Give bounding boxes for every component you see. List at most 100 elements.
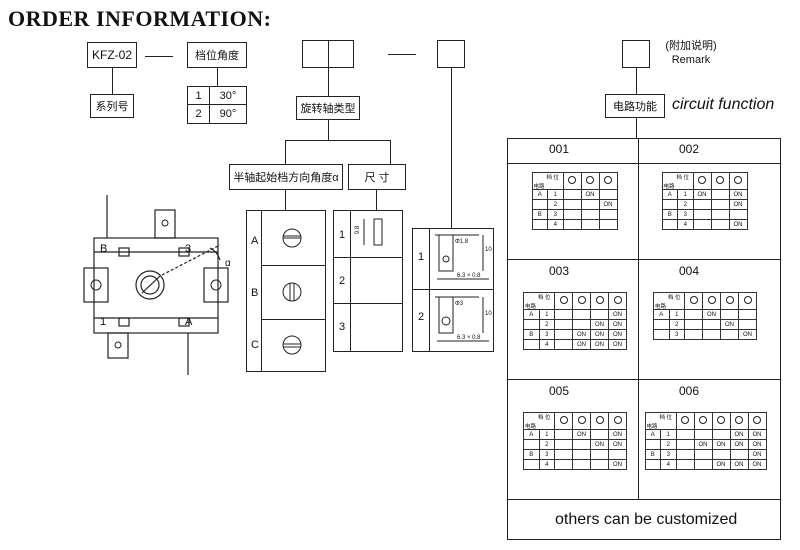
- position-icon: [728, 172, 748, 190]
- state-cell: ON: [729, 459, 749, 470]
- shaft-types-box: A B C: [246, 210, 326, 372]
- state-cell: ON: [747, 429, 767, 440]
- position-icon: [572, 292, 591, 310]
- state-cell: [590, 429, 609, 440]
- series-code: KFZ-02: [91, 48, 132, 62]
- table-row: 4: [531, 219, 618, 230]
- circuit-number: 2: [677, 199, 694, 210]
- state-cell: [710, 209, 730, 220]
- state-cell: [554, 309, 573, 320]
- connector: [328, 120, 329, 140]
- circuit-group: B: [644, 449, 661, 460]
- dim-table: 1 2 Φ1.8 10 6.3 × 0.8 Φ3 10 6.3 × 0.8: [412, 228, 494, 352]
- header-pos: 档 位: [668, 295, 681, 301]
- state-cell: [554, 329, 573, 340]
- position-icon: [562, 172, 582, 190]
- state-cell: [675, 459, 695, 470]
- circuit-group: B: [531, 209, 548, 220]
- position-icon: [608, 292, 627, 310]
- circuit-group: B: [523, 449, 540, 460]
- diagram-label-b: B: [100, 243, 108, 255]
- size-table: 1 2 3 9.8: [333, 210, 403, 352]
- circuit-number: 4: [677, 219, 694, 230]
- shaft-b-label: B: [251, 287, 259, 299]
- state-cell: [562, 199, 582, 210]
- state-cell: [710, 219, 730, 230]
- state-cell: ON: [747, 449, 767, 460]
- circuit-group: [531, 219, 548, 230]
- table-header-cell: 档 位电路: [661, 172, 694, 190]
- header-pos: 档 位: [538, 295, 551, 301]
- state-cell: ON: [720, 319, 739, 330]
- panel-title-001: 001: [549, 142, 570, 156]
- position-icon: [702, 292, 721, 310]
- state-cell: [693, 449, 713, 460]
- position-icon: [684, 292, 703, 310]
- header-circ: 电路: [525, 424, 537, 430]
- angle-row-1-v: 30°: [210, 87, 246, 105]
- state-cell: [693, 459, 713, 470]
- connector: [285, 190, 286, 210]
- circuit-number: 2: [538, 319, 555, 330]
- dim-h1: 10: [485, 247, 492, 253]
- position-icon: [729, 412, 749, 430]
- dim-row-2: 2: [418, 311, 425, 323]
- state-cell: ON: [608, 339, 627, 350]
- remark-box: [622, 40, 650, 68]
- dim-code-box: [437, 40, 465, 68]
- size-dim: 9.8: [355, 225, 362, 235]
- switch-diagram: [83, 195, 229, 375]
- circuit-number: 1: [660, 429, 677, 440]
- position-icon: [554, 292, 573, 310]
- circuit-group: [644, 459, 661, 470]
- position-icon: [692, 172, 712, 190]
- state-cell: [692, 209, 712, 220]
- circuit-label-text: 电路功能: [613, 101, 657, 113]
- header-circ: 电路: [663, 184, 675, 190]
- dim-d2: Φ3: [455, 301, 464, 307]
- state-cell: ON: [608, 459, 627, 470]
- circuit-number: 1: [677, 189, 694, 200]
- position-icon: [590, 292, 609, 310]
- state-cell: ON: [711, 439, 731, 450]
- state-cell: [684, 329, 703, 340]
- circuit-number: 3: [538, 449, 555, 460]
- state-cell: [562, 189, 582, 200]
- dim-h2: 10: [485, 311, 492, 317]
- state-cell: ON: [738, 329, 757, 340]
- state-cell: [729, 449, 749, 460]
- circuit-number: 3: [660, 449, 677, 460]
- circuit-number: 4: [538, 339, 555, 350]
- position-icon: [675, 412, 695, 430]
- state-cell: ON: [728, 199, 748, 210]
- connector: [390, 140, 391, 164]
- state-cell: [562, 219, 582, 230]
- header-pos: 档 位: [676, 175, 690, 181]
- circuit-group: [653, 319, 670, 330]
- state-cell: ON: [728, 189, 748, 200]
- header-circ: 电路: [646, 424, 658, 430]
- state-cell: ON: [608, 329, 627, 340]
- dim-row-1: 1: [418, 251, 425, 263]
- state-cell: [675, 449, 695, 460]
- state-cell: ON: [572, 329, 591, 340]
- shaft-code-box: [302, 40, 354, 68]
- state-cell: [684, 309, 703, 320]
- diagram-label-alpha: α: [225, 258, 231, 269]
- state-cell: [572, 459, 591, 470]
- dim-drawings: [435, 234, 489, 342]
- circuit-group: [523, 459, 540, 470]
- state-cell: [738, 309, 757, 320]
- state-cell: ON: [747, 459, 767, 470]
- circuit-number: 2: [668, 319, 685, 330]
- header-pos: 档 位: [659, 415, 673, 421]
- angle-table: 1 30° 2 90°: [187, 86, 247, 124]
